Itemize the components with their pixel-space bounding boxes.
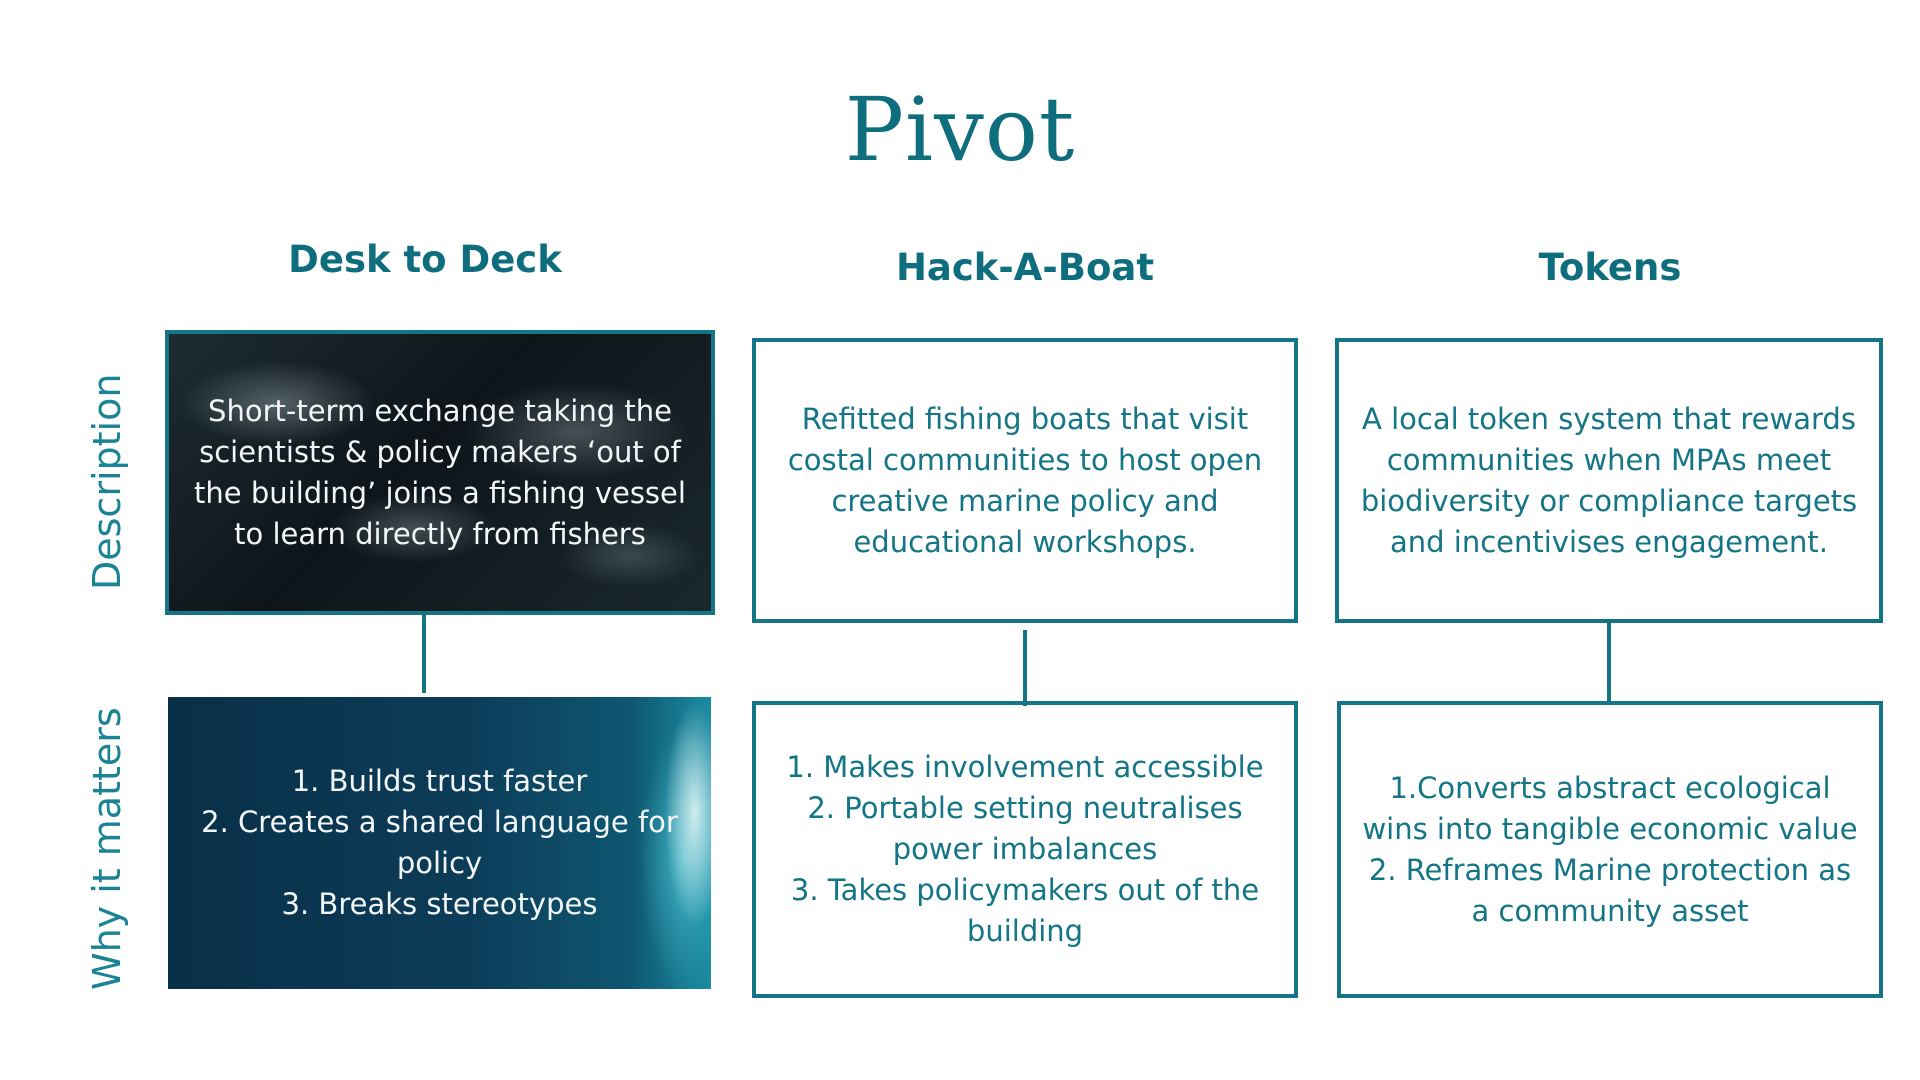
page-title: Pivot (844, 78, 1076, 181)
why-card-tokens: 1.Converts abstract ecological wins into… (1337, 701, 1883, 998)
description-card-tokens: A local token system that rewards commun… (1335, 338, 1883, 623)
why-item: 3. Takes policymakers out of the buildin… (790, 873, 1260, 948)
connector-line (422, 615, 426, 693)
why-item: 1. Builds trust faster (291, 764, 588, 798)
why-item: 2. Portable setting neutralises power im… (807, 791, 1243, 866)
description-card-hack-a-boat: Refitted fishing boats that visit costal… (752, 338, 1298, 623)
why-list: 1.Converts abstract ecological wins into… (1341, 768, 1879, 932)
why-item: 2. Creates a shared language for policy (201, 805, 678, 880)
column-heading-desk-to-deck: Desk to Deck (288, 238, 562, 281)
description-text: Short-term exchange taking the scientist… (194, 393, 686, 551)
column-heading-tokens: Tokens (1538, 246, 1682, 289)
row-label-why-it-matters: Why it matters (85, 707, 129, 990)
connector-line (1023, 630, 1027, 706)
why-card-hack-a-boat: 1. Makes involvement accessible 2. Porta… (752, 701, 1298, 998)
why-item: 3. Breaks stereotypes (281, 887, 598, 921)
connector-line (1607, 623, 1611, 703)
why-list: 1. Builds trust faster 2. Creates a shar… (168, 761, 711, 925)
why-item: 2. Reframes Marine protection as a commu… (1368, 852, 1852, 928)
column-heading-hack-a-boat: Hack-A-Boat (895, 246, 1155, 289)
description-text: A local token system that rewards commun… (1360, 401, 1858, 559)
why-item: 1.Converts abstract ecological wins into… (1362, 770, 1858, 846)
why-card-desk-to-deck: 1. Builds trust faster 2. Creates a shar… (168, 697, 711, 989)
description-text: Refitted fishing boats that visit costal… (787, 401, 1263, 559)
why-item: 1. Makes involvement accessible (786, 750, 1264, 784)
why-list: 1. Makes involvement accessible 2. Porta… (756, 747, 1294, 952)
row-label-description: Description (85, 373, 129, 590)
description-card-desk-to-deck: Short-term exchange taking the scientist… (165, 330, 715, 615)
